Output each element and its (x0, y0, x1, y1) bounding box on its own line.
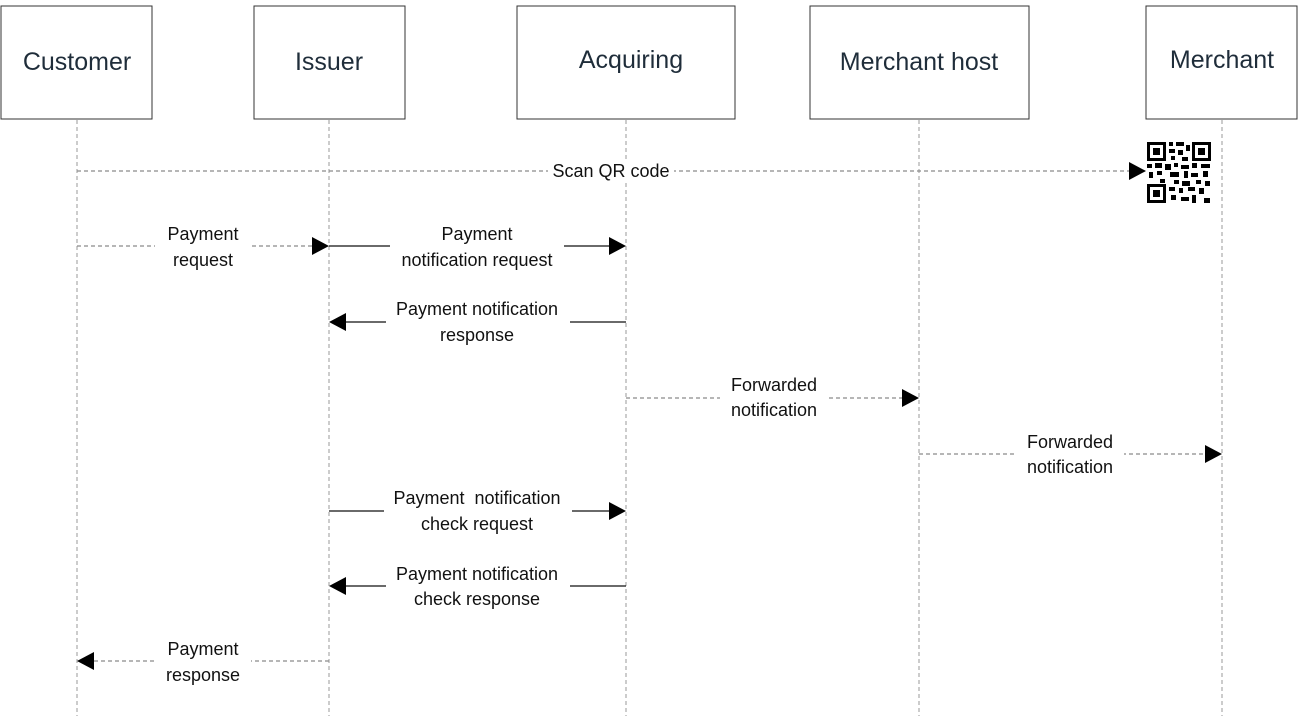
arrowhead (77, 652, 94, 670)
message-forwarded-notification-to-merchant-host: Forwarded notification (626, 372, 919, 422)
message-label-line-1: Payment (167, 224, 238, 244)
message-label-line-1: Payment (167, 639, 238, 659)
message-label-line-2: notification (731, 400, 817, 420)
actor-label-issuer: Issuer (295, 48, 363, 76)
arrowhead (609, 237, 626, 255)
message-label-line-1: Payment notification (396, 564, 558, 584)
actor-label-merchant-host: Merchant host (840, 48, 998, 76)
message-payment-request: Payment request (77, 222, 329, 272)
message-label-line-2: response (166, 665, 240, 685)
arrowhead (902, 389, 919, 407)
actor-customer: Customer (0, 5, 153, 120)
message-label-line-1: Forwarded (731, 375, 817, 395)
arrowhead (1129, 162, 1146, 180)
message-label-line-2: request (173, 250, 233, 270)
message-label-line-2: notification request (401, 250, 552, 270)
arrowhead (1205, 445, 1222, 463)
message-forwarded-notification-to-merchant: Forwarded notification (919, 429, 1222, 479)
message-label-line-1: Forwarded (1027, 432, 1113, 452)
arrowhead (312, 237, 329, 255)
message-scan-qr-code: Scan QR code (77, 160, 1146, 182)
message-label-line-2: response (440, 325, 514, 345)
message-label-line-1: Payment notification (396, 299, 558, 319)
actor-merchant-host: Merchant host (809, 5, 1030, 120)
message-payment-notification-check-response: Payment notification check response (329, 561, 626, 611)
message-payment-notification-request: Payment notification request (329, 222, 626, 272)
message-label-line-2: notification (1027, 457, 1113, 477)
actor-label-acquiring: Acquiring (579, 46, 683, 74)
actor-label-customer: Customer (23, 48, 131, 76)
actor-merchant: Merchant (1145, 5, 1298, 120)
arrowhead (609, 502, 626, 520)
actor-issuer: Issuer (253, 5, 406, 120)
qr-code-icon (1146, 141, 1212, 204)
message-label-line-1: Payment (441, 224, 512, 244)
actor-acquiring: Acquiring (516, 5, 736, 120)
message-payment-notification-response: Payment notification response (329, 296, 626, 346)
actor-label-merchant: Merchant (1170, 46, 1274, 74)
arrowhead (329, 577, 346, 595)
message-label-line-2: check request (421, 514, 533, 534)
arrowhead (329, 313, 346, 331)
message-payment-response: Payment response (77, 637, 329, 687)
message-label-line-2: check response (414, 589, 540, 609)
message-label: Scan QR code (552, 161, 669, 181)
message-payment-notification-check-request: Payment notification check request (329, 486, 626, 536)
message-label-line-1: Payment notification (393, 488, 560, 508)
